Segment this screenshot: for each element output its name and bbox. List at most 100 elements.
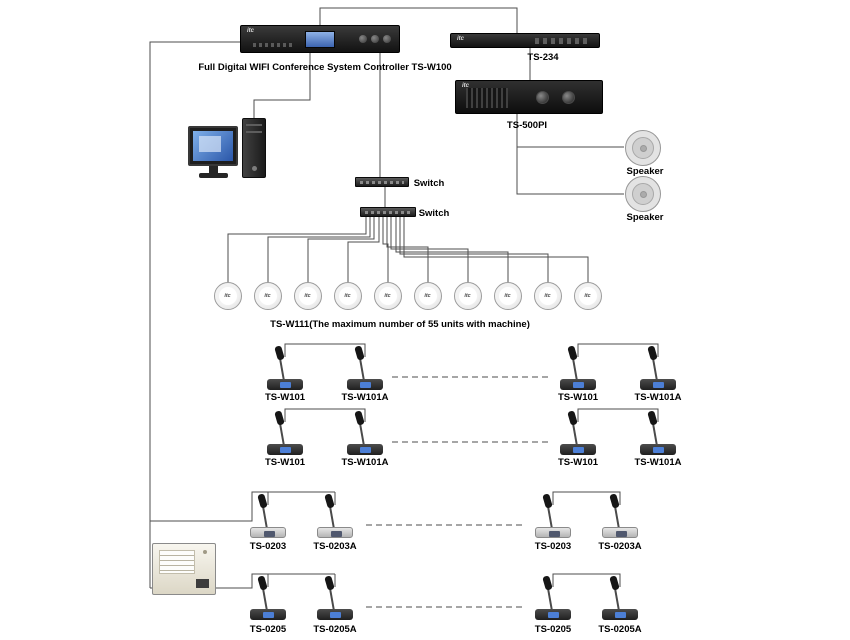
speaker-top-label: Speaker [626, 166, 664, 177]
monitor-stand [209, 166, 218, 173]
mic-screen [264, 530, 275, 537]
wire-switch-disc8 [395, 217, 509, 282]
controller-screen [305, 31, 335, 48]
ceiling-unit: itc [294, 282, 322, 310]
controller-label: Full Digital WIFI Conference System Cont… [198, 62, 452, 73]
conference-mic [245, 493, 291, 538]
mic-label: TS-W101 [264, 457, 306, 468]
mic-base [560, 379, 596, 390]
mic-base [347, 444, 383, 455]
mic-head-icon [354, 345, 365, 361]
mic-screen [653, 381, 664, 388]
wire-switch-disc6 [386, 217, 429, 282]
mic-head-icon [257, 493, 268, 509]
mic-label: TS-0205 [534, 624, 572, 635]
speaker-bottom-label: Speaker [626, 212, 664, 223]
mic-label: TS-0203 [249, 541, 287, 552]
itc-logo: itc [584, 293, 592, 299]
wire-switch-disc7 [390, 217, 469, 282]
mic-head-icon [324, 575, 335, 591]
itc-logo: itc [424, 293, 432, 299]
mic-screen [280, 381, 291, 388]
mic-screen [360, 381, 371, 388]
amp-knob [536, 91, 549, 104]
screw-icon [203, 550, 207, 554]
conference-mic [342, 410, 388, 455]
amp-knob [562, 91, 575, 104]
mic-head-icon [647, 410, 658, 426]
speaker-dome [639, 190, 647, 198]
amp-vents [466, 88, 508, 108]
mic-screen [616, 530, 627, 537]
controller-knobs [359, 35, 391, 43]
conference-mic [262, 410, 308, 455]
speaker-dome [639, 144, 647, 152]
amplifier-device: itc [455, 80, 603, 114]
mic-screen [548, 611, 559, 618]
mic-base [602, 609, 638, 620]
switch-ports [365, 211, 411, 214]
mic-label: TS-0203A [313, 541, 357, 552]
mic-screen [360, 446, 371, 453]
drive-bay [246, 124, 262, 126]
conference-mic [245, 575, 291, 620]
conference-mic [635, 345, 681, 390]
ceiling-unit: itc [214, 282, 242, 310]
mic-base [267, 379, 303, 390]
itc-logo: itc [462, 83, 470, 89]
mic-screen [280, 446, 291, 453]
mic-label: TS-0203A [598, 541, 642, 552]
wire-row1-right-pair [577, 343, 659, 357]
itc-logo: itc [384, 293, 392, 299]
ceiling-unit: itc [374, 282, 402, 310]
mic-label: TS-W101A [634, 392, 682, 403]
pc-screen [193, 131, 233, 161]
wire-left-trunk [149, 41, 240, 588]
mic-head-icon [609, 493, 620, 509]
conference-mic [312, 575, 358, 620]
speaker-cone [632, 183, 654, 205]
mic-label: TS-0205A [598, 624, 642, 635]
wire-row2-right-pair [577, 408, 659, 422]
mic-head-icon [647, 345, 658, 361]
mic-screen [653, 446, 664, 453]
mic-base [250, 609, 286, 620]
mic-label: TS-W101A [634, 457, 682, 468]
ceiling-unit: itc [494, 282, 522, 310]
wire-controller-ts234 [319, 7, 518, 33]
conference-mic [342, 345, 388, 390]
mic-base [640, 379, 676, 390]
conference-mic [597, 575, 643, 620]
wire-row1-left-pair [284, 343, 366, 357]
mic-base [347, 379, 383, 390]
itc-logo: itc [544, 293, 552, 299]
power-button-icon [252, 166, 257, 171]
mic-head-icon [567, 410, 578, 426]
power-supply-port [196, 579, 209, 588]
mic-base [317, 609, 353, 620]
wire-switch-disc10 [403, 217, 589, 282]
wire-switch-disc4 [347, 217, 380, 282]
itc-logo: itc [247, 28, 255, 34]
controller-buttons [253, 43, 293, 47]
amplifier-label: TS-500PI [506, 120, 548, 131]
mic-screen [549, 530, 560, 537]
conference-mic [555, 410, 601, 455]
mic-head-icon [567, 345, 578, 361]
mic-screen [263, 611, 274, 618]
itc-logo: itc [464, 293, 472, 299]
ts234-label: TS-234 [527, 52, 559, 63]
itc-logo: itc [224, 293, 232, 299]
conference-mic [262, 345, 308, 390]
itc-logo: itc [264, 293, 272, 299]
wire-switch-disc5 [382, 217, 389, 282]
wire-switch-disc1 [227, 217, 367, 282]
mic-head-icon [542, 493, 553, 509]
conference-mic [635, 410, 681, 455]
mic-base [602, 527, 638, 538]
mic-screen [331, 530, 342, 537]
wire-row2-left-pair [284, 408, 366, 422]
mic-screen [330, 611, 341, 618]
mic-base [560, 444, 596, 455]
